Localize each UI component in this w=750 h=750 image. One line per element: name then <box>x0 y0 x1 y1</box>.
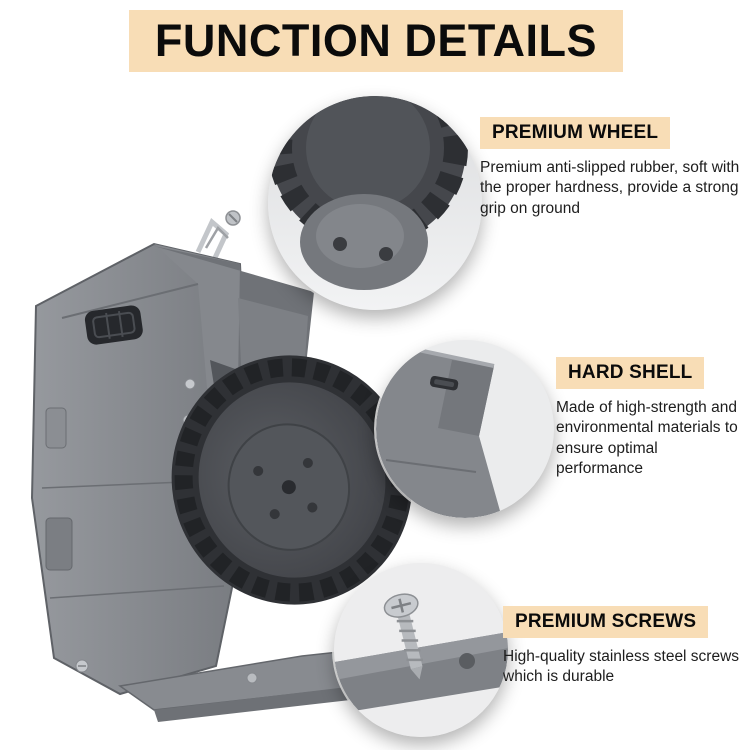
title-banner: FUNCTION DETAILS <box>129 10 623 72</box>
callout-premium-screws: PREMIUM SCREWS High-quality stainless st… <box>503 606 743 688</box>
hard-shell-closeup <box>376 340 554 518</box>
callout-description-premium-screws: High-quality stainless steel screws whic… <box>503 648 740 686</box>
premium-wheel-detail-photo <box>268 96 482 310</box>
callout-heading-premium-wheel: PREMIUM WHEEL <box>480 117 671 149</box>
callout-hard-shell: HARD SHELL Made of high-strength and env… <box>556 357 748 480</box>
premium-wheel-closeup <box>268 96 482 310</box>
premium-screws-detail-photo <box>334 563 508 737</box>
hard-shell-detail-photo <box>376 340 554 518</box>
callout-description-premium-wheel: Premium anti-slipped rubber, soft with t… <box>480 159 740 217</box>
callout-description-hard-shell: Made of high-strength and environmental … <box>556 399 738 478</box>
page-title: FUNCTION DETAILS <box>154 15 598 66</box>
premium-screws-closeup <box>334 563 508 737</box>
callout-premium-wheel: PREMIUM WHEEL Premium anti-slipped rubbe… <box>480 117 744 219</box>
callout-heading-hard-shell: HARD SHELL <box>556 357 705 389</box>
callout-heading-premium-screws: PREMIUM SCREWS <box>503 606 709 638</box>
